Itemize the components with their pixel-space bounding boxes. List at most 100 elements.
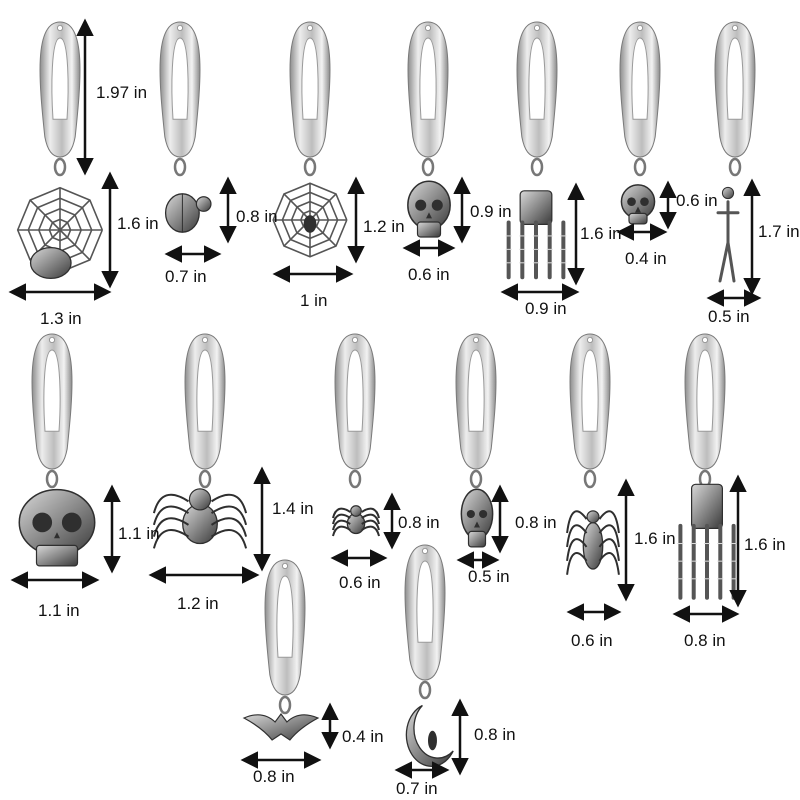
height-label: 0.4 in	[342, 727, 384, 746]
clip-slot	[528, 37, 546, 120]
hanging-skeleton-charm	[716, 186, 740, 283]
clip-slot	[346, 349, 364, 432]
hair-clip	[31, 333, 73, 489]
charms-layer	[16, 180, 740, 767]
height-label: 1.6 in	[744, 535, 786, 554]
clip-slot	[726, 37, 744, 120]
jump-ring	[348, 469, 362, 489]
clip-hole	[176, 24, 183, 31]
width-label: 1.1 in	[38, 601, 80, 620]
clip-hole	[351, 336, 358, 343]
clip-hole	[732, 24, 739, 31]
hair-clip	[516, 21, 558, 177]
width-label: 0.8 in	[684, 631, 726, 650]
jump-ring	[421, 157, 435, 177]
dimension-arrows-layer	[8, 18, 762, 779]
width-label: 0.7 in	[165, 267, 207, 286]
hair-clip	[184, 333, 226, 489]
web-pumpkin-charm	[16, 186, 104, 280]
clip-hole	[57, 24, 64, 31]
clip-hole	[306, 24, 313, 31]
jump-ring	[303, 157, 317, 177]
spider-charm	[566, 510, 620, 575]
clip-hole	[49, 336, 56, 343]
hair-clip	[569, 333, 611, 489]
skeleton-hand-charm	[677, 483, 737, 600]
hair-clip	[159, 21, 201, 177]
clip-slot	[419, 37, 437, 120]
clip-slot	[631, 37, 649, 120]
spiderweb-charm	[272, 182, 348, 258]
hair-clip	[714, 21, 756, 177]
jump-ring	[633, 157, 647, 177]
clip-slot	[467, 349, 485, 432]
clip-slot	[171, 37, 189, 120]
hair-clip	[334, 333, 376, 489]
height-label: 1.7 in	[758, 222, 800, 241]
width-label: 0.8 in	[253, 767, 295, 786]
hair-clip	[684, 333, 726, 489]
width-label: 0.5 in	[468, 567, 510, 586]
jump-ring	[530, 157, 544, 177]
height-label: 0.9 in	[470, 202, 512, 221]
clip-hole	[281, 563, 288, 570]
height-label: 1.6 in	[580, 224, 622, 243]
height-label: 0.8 in	[474, 725, 516, 744]
skull-charm	[18, 488, 96, 567]
jump-ring	[418, 680, 432, 700]
width-label: 1 in	[300, 291, 328, 310]
skull-charm	[407, 180, 451, 238]
clip-length-label: 1.97 in	[96, 83, 148, 102]
spider-charm	[331, 505, 381, 537]
clip-hole	[421, 548, 428, 555]
hair-clip	[407, 21, 449, 177]
width-label: 0.4 in	[625, 249, 667, 268]
moon-cat-charm	[405, 704, 454, 767]
clip-slot	[51, 37, 69, 120]
width-label: 0.6 in	[339, 573, 381, 592]
clip-slot	[276, 575, 294, 658]
jump-ring	[45, 469, 59, 489]
jump-ring	[53, 157, 67, 177]
skull-charm	[460, 488, 494, 548]
hair-clip	[404, 544, 446, 700]
height-label: 1.6 in	[117, 214, 159, 233]
height-label: 0.8 in	[398, 513, 440, 532]
height-label: 0.8 in	[515, 513, 557, 532]
clip-hole	[472, 336, 479, 343]
spider-charm	[152, 488, 248, 549]
jump-ring	[173, 157, 187, 177]
pumpkin-charm	[164, 193, 212, 233]
clip-slot	[416, 560, 434, 643]
sugar-skull-charm	[620, 184, 656, 225]
bat-charm	[242, 712, 320, 741]
clip-slot	[581, 349, 599, 432]
hair-clips-layer	[31, 21, 756, 715]
clip-slot	[301, 37, 319, 120]
clip-hole	[201, 336, 208, 343]
width-label: 0.7 in	[396, 779, 438, 798]
hair-clip	[289, 21, 331, 177]
clip-slot	[43, 349, 61, 432]
clip-hole	[534, 24, 541, 31]
width-label: 1.2 in	[177, 594, 219, 613]
hair-clip	[264, 559, 306, 715]
clip-hole	[702, 336, 709, 343]
hair-clip	[39, 21, 81, 177]
width-label: 0.9 in	[525, 299, 567, 318]
width-label: 0.6 in	[571, 631, 613, 650]
height-label: 1.2 in	[363, 217, 405, 236]
clip-hole	[637, 24, 644, 31]
jump-ring	[728, 157, 742, 177]
height-label: 0.8 in	[236, 207, 278, 226]
jump-ring	[469, 469, 483, 489]
width-label: 0.6 in	[408, 265, 450, 284]
height-label: 1.1 in	[118, 524, 160, 543]
skeleton-hand-charm	[505, 190, 567, 280]
clip-hole	[424, 24, 431, 31]
jump-ring	[198, 469, 212, 489]
clip-hole	[587, 336, 594, 343]
hair-clip	[619, 21, 661, 177]
clip-slot	[196, 349, 214, 432]
